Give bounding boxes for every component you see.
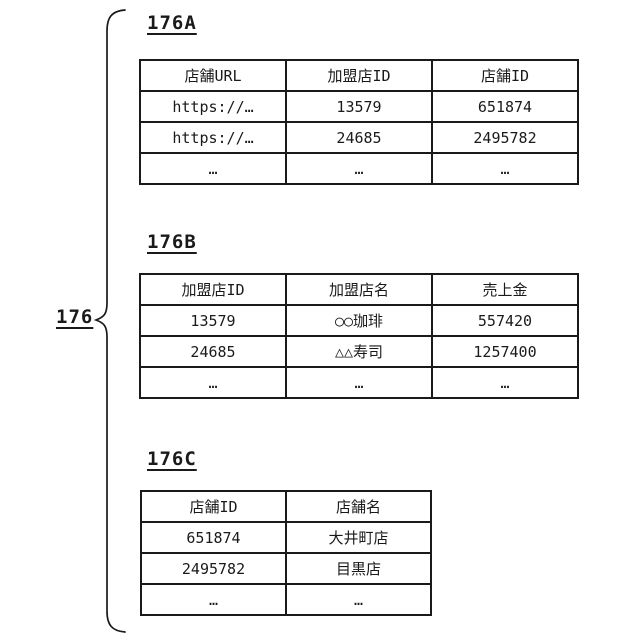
- column-header: 店舗URL: [139, 59, 287, 92]
- table-cell: 24685: [139, 335, 287, 368]
- table-cell: https://…: [139, 90, 287, 123]
- table-row: 13579 ○○珈琲 557420: [139, 304, 579, 337]
- table-cell: 2495782: [431, 121, 579, 154]
- section-label-176b: 176B: [147, 231, 197, 253]
- table-cell: …: [431, 366, 579, 399]
- section-label-176c: 176C: [147, 448, 197, 470]
- table-row: 2495782 目黒店: [140, 552, 432, 585]
- table-cell: 13579: [139, 304, 287, 337]
- table-176a: 店舗URL 加盟店ID 店舗ID https://… 13579 651874 …: [139, 59, 579, 185]
- table-cell: 2495782: [140, 552, 287, 585]
- section-label-176a: 176A: [147, 12, 197, 34]
- column-header: 店舗名: [285, 490, 432, 523]
- table-cell: 13579: [285, 90, 433, 123]
- table-cell: 目黒店: [285, 552, 432, 585]
- brace-label: 176: [56, 306, 94, 328]
- table-cell: …: [140, 583, 287, 616]
- table-cell: ○○珈琲: [285, 304, 433, 337]
- table-cell: …: [139, 152, 287, 185]
- table-row: … … …: [139, 152, 579, 185]
- table-176b: 加盟店ID 加盟店名 売上金 13579 ○○珈琲 557420 24685 △…: [139, 273, 579, 399]
- table-row: … …: [140, 583, 432, 616]
- curly-brace-path: [93, 9, 126, 633]
- table-row: https://… 13579 651874: [139, 90, 579, 123]
- table-header-row: 店舗URL 加盟店ID 店舗ID: [139, 59, 579, 92]
- table-cell: 1257400: [431, 335, 579, 368]
- table-row: 651874 大井町店: [140, 521, 432, 554]
- table-cell: 651874: [431, 90, 579, 123]
- table-cell: 557420: [431, 304, 579, 337]
- table-cell: https://…: [139, 121, 287, 154]
- table-row: https://… 24685 2495782: [139, 121, 579, 154]
- column-header: 売上金: [431, 273, 579, 306]
- column-header: 加盟店ID: [285, 59, 433, 92]
- column-header: 店舗ID: [140, 490, 287, 523]
- column-header: 加盟店名: [285, 273, 433, 306]
- table-cell: …: [139, 366, 287, 399]
- table-cell: 651874: [140, 521, 287, 554]
- table-cell: …: [285, 152, 433, 185]
- table-cell: 24685: [285, 121, 433, 154]
- table-header-row: 店舗ID 店舗名: [140, 490, 432, 523]
- table-cell: 大井町店: [285, 521, 432, 554]
- table-cell: …: [285, 366, 433, 399]
- column-header: 加盟店ID: [139, 273, 287, 306]
- table-176c: 店舗ID 店舗名 651874 大井町店 2495782 目黒店 … …: [140, 490, 432, 616]
- table-cell: …: [285, 583, 432, 616]
- table-cell: △△寿司: [285, 335, 433, 368]
- table-row: … … …: [139, 366, 579, 399]
- table-cell: …: [431, 152, 579, 185]
- table-header-row: 加盟店ID 加盟店名 売上金: [139, 273, 579, 306]
- table-row: 24685 △△寿司 1257400: [139, 335, 579, 368]
- column-header: 店舗ID: [431, 59, 579, 92]
